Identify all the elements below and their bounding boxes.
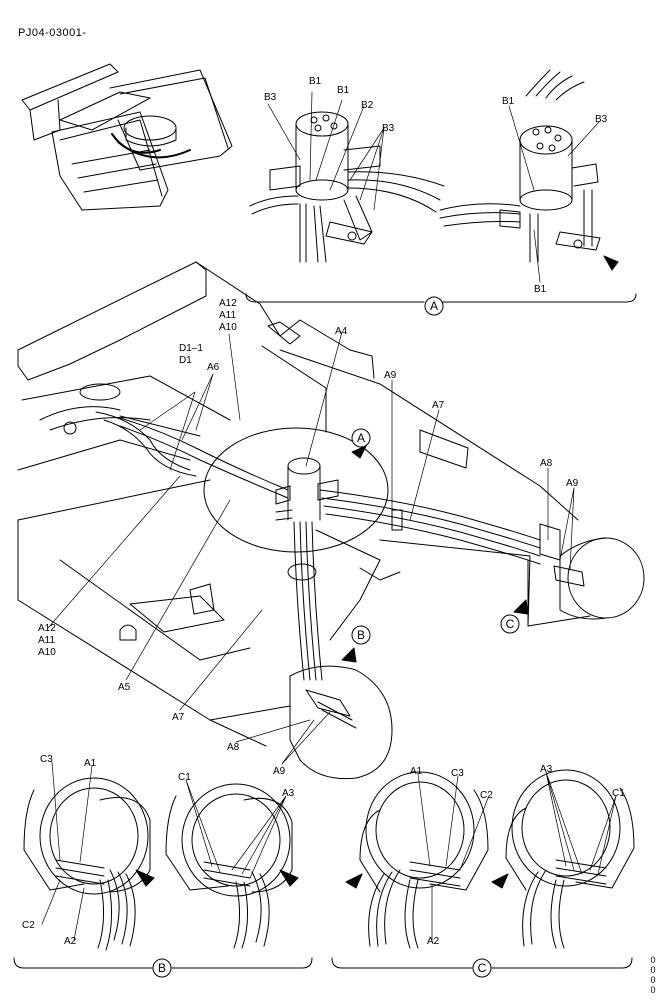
view-b-letter: B <box>158 961 166 975</box>
view-b-callout-circle <box>351 625 371 645</box>
label-a11: A11 <box>38 635 55 646</box>
label-a4: A4 <box>335 326 348 337</box>
label-a2: A2 <box>427 936 440 947</box>
label-a5: A5 <box>118 682 131 693</box>
label-a7: A7 <box>432 400 445 411</box>
view-b-motor-right <box>165 783 299 949</box>
label-a11: A11 <box>219 310 236 321</box>
view-b-motor-left <box>23 777 155 951</box>
view-c-letter: C <box>478 961 487 975</box>
label-c1: C1 <box>178 772 191 783</box>
side-code-digit: 0 <box>650 975 656 985</box>
view-c-bracket <box>331 957 633 969</box>
label-d1: D1 <box>179 355 192 366</box>
label-b1: B1 <box>309 76 322 87</box>
view-b-indicator <box>152 958 172 978</box>
view-a-bracket <box>245 293 637 303</box>
hoses-to-left-motor <box>287 521 323 681</box>
label-a7: A7 <box>172 712 185 723</box>
label-a6: A6 <box>207 362 220 373</box>
bottom-leader-lines <box>41 761 617 941</box>
label-b3: B3 <box>382 123 395 134</box>
label-b2: B2 <box>361 100 374 111</box>
side-code: 0 0 0 0 <box>648 955 658 995</box>
label-a2: A2 <box>64 936 77 947</box>
view-b-pointer-arrow <box>341 647 357 663</box>
main-leader-lines <box>47 91 600 765</box>
view-a-indicator <box>424 296 444 316</box>
view-c-indicator <box>472 958 492 978</box>
label-a10: A10 <box>219 322 237 333</box>
label-c2: C2 <box>22 920 35 931</box>
center-swivel-joint <box>275 457 339 521</box>
side-code-digit: 0 <box>650 965 656 975</box>
label-c3: C3 <box>451 768 464 779</box>
hoses-to-right-motor <box>319 489 541 565</box>
side-code-digit: 0 <box>650 985 656 995</box>
label-a1: A1 <box>410 766 423 777</box>
label-c3: C3 <box>40 754 53 765</box>
undercarriage <box>17 349 579 747</box>
view-b-bracket <box>13 957 313 969</box>
view-a-letter: A <box>430 299 438 313</box>
swivel-highlight-circle <box>203 427 389 553</box>
view-c-motor-left <box>345 771 489 949</box>
label-d1-1: D1–1 <box>179 343 203 354</box>
view-a-pointer-arrow <box>351 445 367 459</box>
label-c2: C2 <box>480 790 493 801</box>
label-a3: A3 <box>282 788 295 799</box>
view-a-swivel-right <box>439 69 619 271</box>
label-a3: A3 <box>540 764 553 775</box>
view-a-swivel-left <box>249 111 445 263</box>
label-a12: A12 <box>38 623 56 634</box>
label-b1: B1 <box>502 96 515 107</box>
label-b1: B1 <box>534 284 547 295</box>
hoses-to-d1 <box>119 417 289 499</box>
label-b3: B3 <box>595 114 608 125</box>
left-travel-motor <box>289 665 393 780</box>
label-a9: A9 <box>384 370 397 381</box>
label-c1: C1 <box>612 788 625 799</box>
label-a9: A9 <box>566 478 579 489</box>
upper-frame <box>17 261 351 477</box>
machine-thumbnail <box>21 63 233 211</box>
label-b3: B3 <box>264 92 277 103</box>
view-c-pointer-arrow <box>513 599 529 615</box>
label-a8: A8 <box>540 458 553 469</box>
view-a-callout-circle <box>351 428 371 448</box>
right-travel-motor <box>527 523 645 627</box>
label-a1: A1 <box>84 758 97 769</box>
view-c-callout-circle <box>500 614 520 634</box>
side-code-digit: 0 <box>650 955 656 965</box>
view-a-callout-letter: A <box>357 431 365 445</box>
label-a12: A12 <box>219 298 237 309</box>
view-c-motor-right <box>491 769 635 949</box>
label-a8: A8 <box>227 742 240 753</box>
label-a10: A10 <box>38 647 56 658</box>
view-c-callout-letter: C <box>506 617 515 631</box>
view-b-callout-letter: B <box>357 628 365 642</box>
label-a9: A9 <box>273 766 286 777</box>
label-b1: B1 <box>337 85 350 96</box>
document-id: PJ04-03001- <box>18 27 87 39</box>
